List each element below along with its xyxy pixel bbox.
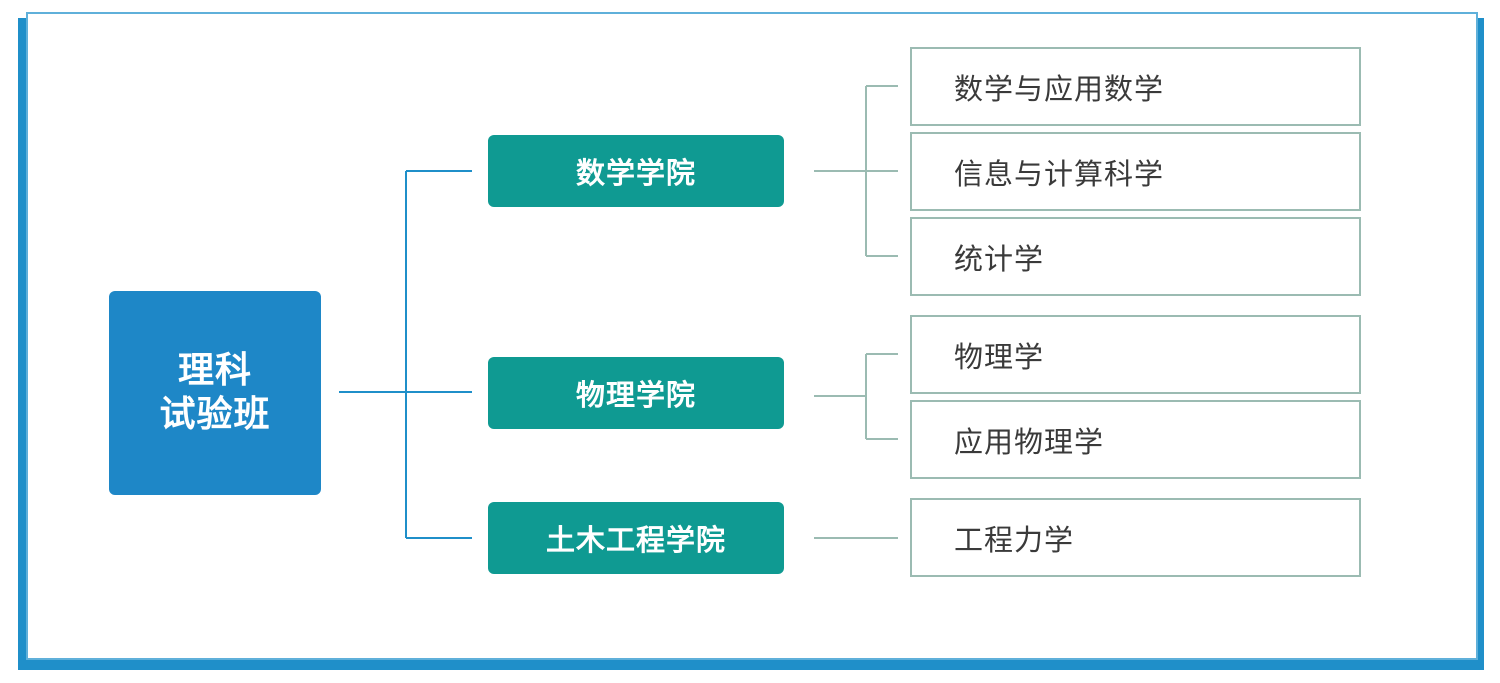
major-node: 数学与应用数学 — [910, 47, 1361, 126]
major-node: 信息与计算科学 — [910, 132, 1361, 211]
school-node-math: 数学学院 — [488, 135, 784, 207]
major-node: 工程力学 — [910, 498, 1361, 577]
major-node: 物理学 — [910, 315, 1361, 394]
root-label-line1: 理科 — [177, 350, 252, 391]
school-node-civil: 土木工程学院 — [488, 502, 784, 574]
root-node: 理科 试验班 — [109, 291, 321, 495]
major-node: 统计学 — [910, 217, 1361, 296]
root-label-line2: 试验班 — [159, 394, 271, 435]
major-node: 应用物理学 — [910, 400, 1361, 479]
school-node-physics: 物理学院 — [488, 357, 784, 429]
